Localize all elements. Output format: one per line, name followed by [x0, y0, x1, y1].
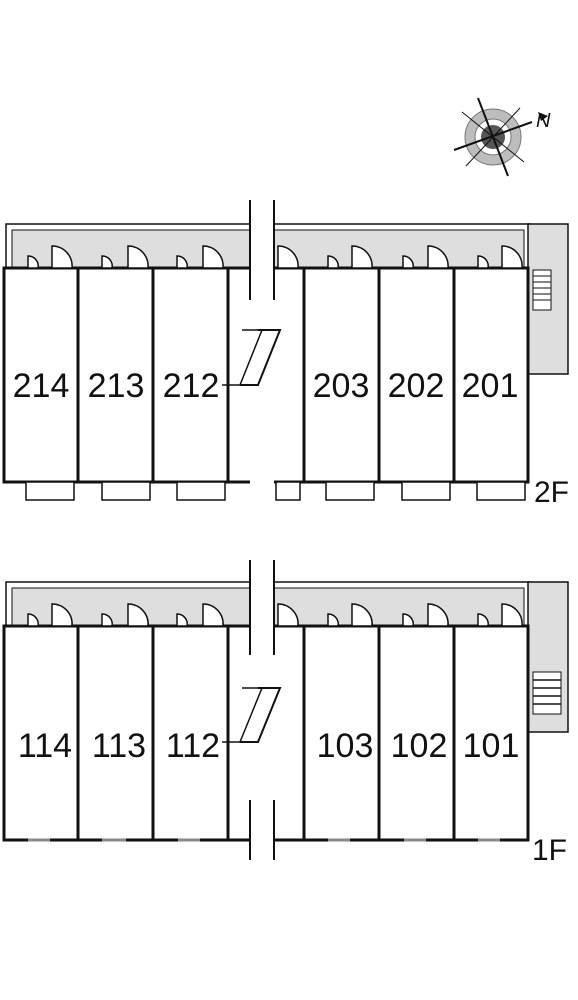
floor-label-1f: 1F	[532, 834, 567, 867]
unit-label-101: 101	[463, 727, 520, 765]
unit-label-114: 114	[18, 727, 72, 765]
unit-label-112: 112	[166, 727, 220, 765]
unit-label-113: 113	[92, 727, 146, 765]
compass-north-label: N	[536, 110, 551, 132]
unit-label-202: 202	[388, 367, 445, 405]
unit-label-103: 103	[317, 727, 374, 765]
floor-label-2f: 2F	[534, 476, 569, 509]
unit-label-201: 201	[462, 367, 519, 405]
floor-1f: 1F	[2, 560, 569, 867]
unit-label-212: 212	[163, 367, 220, 405]
floor-2f: 2F	[2, 200, 569, 520]
unit-label-203: 203	[313, 367, 370, 405]
unit-label-214: 214	[13, 367, 70, 405]
unit-label-213: 213	[88, 367, 145, 405]
compass-icon: N	[453, 97, 551, 177]
unit-label-102: 102	[391, 727, 448, 765]
